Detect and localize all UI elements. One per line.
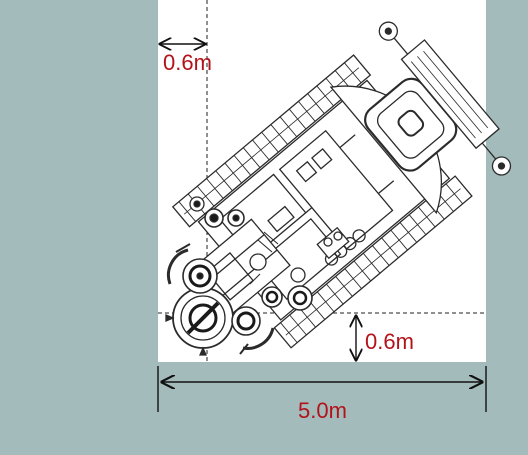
crawler-machine-icon bbox=[165, 21, 512, 356]
width-label: 5.0m bbox=[298, 398, 347, 423]
bottom-clearance-label: 0.6m bbox=[365, 329, 414, 354]
top-clearance-label: 0.6m bbox=[163, 50, 212, 75]
